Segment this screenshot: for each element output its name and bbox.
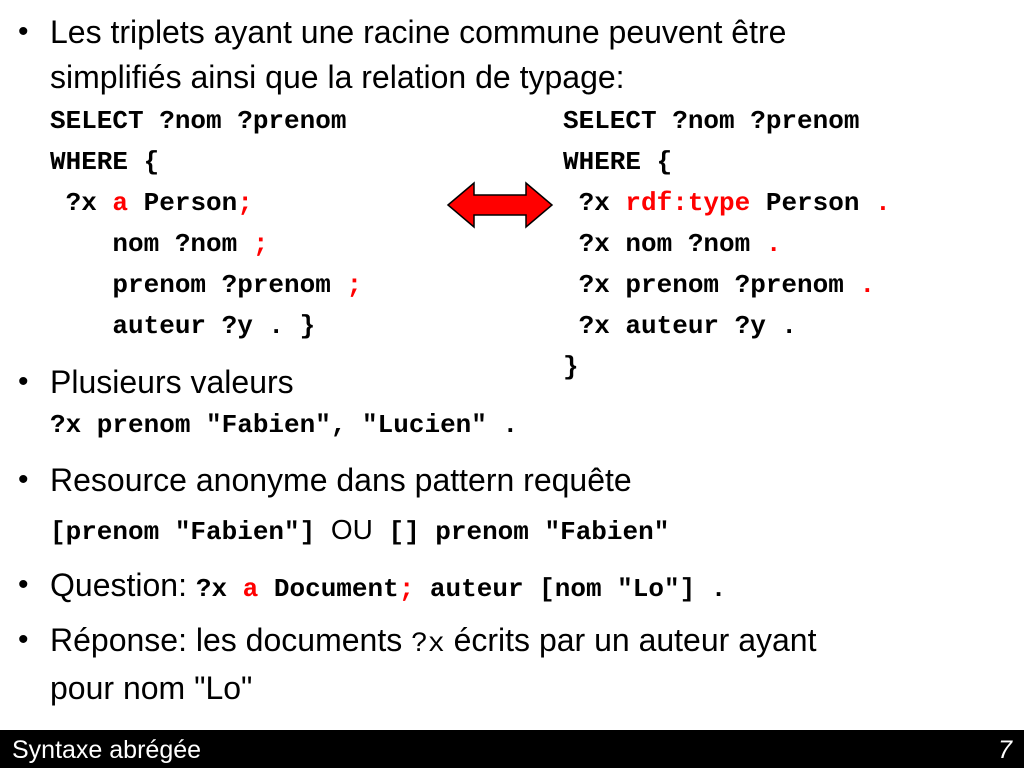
bullet-4-marker: • [18, 568, 29, 601]
code-text: ?x nom ?nom [563, 229, 766, 259]
right-query-line-3: ?x rdf:type Person . [563, 183, 891, 224]
type-keyword: rdf:type [625, 188, 751, 218]
right-query-line-4: ?x nom ?nom . [563, 224, 782, 265]
code-text: [prenom "Fabien"] [50, 517, 331, 547]
code-text: ?x [195, 574, 243, 604]
bullet-1-line-2: simplifiés ainsi que la relation de typa… [50, 59, 625, 95]
code-text: auteur [nom "Lo"] . [414, 574, 727, 604]
right-query-line-5: ?x prenom ?prenom . [563, 265, 875, 306]
footer-title: Syntaxe abrégée [12, 736, 202, 764]
code-text: ?x [563, 188, 626, 218]
bullet-3-marker: • [18, 463, 29, 496]
bullet-2-text: Plusieurs valeurs [50, 364, 294, 400]
bullet-2-code: ?x prenom "Fabien", "Lucien" . [50, 410, 519, 440]
bullet-5-marker: • [18, 623, 29, 656]
left-query-line-5: prenom ?prenom ; [50, 265, 362, 306]
bullet-1-line-1: Les triplets ayant une racine commune pe… [50, 14, 787, 50]
left-query-line-6: auteur ?y . } [50, 311, 316, 341]
question-label: Question: [50, 567, 196, 603]
right-query-line-7: } [563, 352, 579, 382]
right-query-line-2: WHERE { [563, 147, 673, 177]
bullet-5-line-2: pour nom "Lo" [50, 670, 253, 706]
answer-text: Réponse: les documents [50, 622, 412, 658]
code-text: ?x prenom ?prenom [563, 270, 860, 300]
page-number: 7 [998, 736, 1012, 764]
or-word: OU [330, 514, 373, 545]
left-query-line-3: ?x a Person; [50, 183, 253, 224]
code-text: Document [258, 574, 399, 604]
code-text: nom ?nom [50, 229, 253, 259]
code-text: Person [128, 188, 238, 218]
code-text: Person [750, 188, 876, 218]
left-query-line-4: nom ?nom ; [50, 224, 268, 265]
bullet-1-marker: • [18, 15, 29, 48]
question-code: ?x a Document; auteur [nom "Lo"] . [196, 574, 727, 604]
separator: . [859, 270, 876, 300]
bullet-2-marker: • [18, 365, 29, 398]
answer-text: écrits par un auteur ayant [444, 622, 817, 658]
right-query-line-6: ?x auteur ?y . [563, 311, 798, 341]
bullet-3-code: [prenom "Fabien"] OU [] prenom "Fabien" [50, 509, 669, 553]
right-query-line-1: SELECT ?nom ?prenom [563, 106, 860, 136]
answer-code: ?x [411, 629, 445, 660]
type-keyword: a [112, 188, 129, 218]
type-keyword: a [242, 574, 259, 604]
double-headed-arrow-icon [446, 181, 554, 229]
code-text: prenom ?prenom [50, 270, 347, 300]
separator: . [875, 188, 891, 218]
footer-bar: Syntaxe abrégée 7 [0, 730, 1024, 768]
left-query-line-1: SELECT ?nom ?prenom [50, 106, 347, 136]
bullet-4-line: Question: ?x a Document; auteur [nom "Lo… [50, 565, 726, 610]
bullet-5-line-1: Réponse: les documents ?x écrits par un … [50, 620, 816, 665]
code-text: ?x [50, 188, 113, 218]
separator: ; [398, 574, 415, 604]
separator: ; [237, 188, 253, 218]
left-query-line-2: WHERE { [50, 147, 160, 177]
separator: ; [346, 270, 363, 300]
code-text: [] prenom "Fabien" [372, 517, 670, 547]
separator: ; [252, 229, 269, 259]
bullet-3-text: Resource anonyme dans pattern requête [50, 462, 632, 498]
separator: . [765, 229, 782, 259]
